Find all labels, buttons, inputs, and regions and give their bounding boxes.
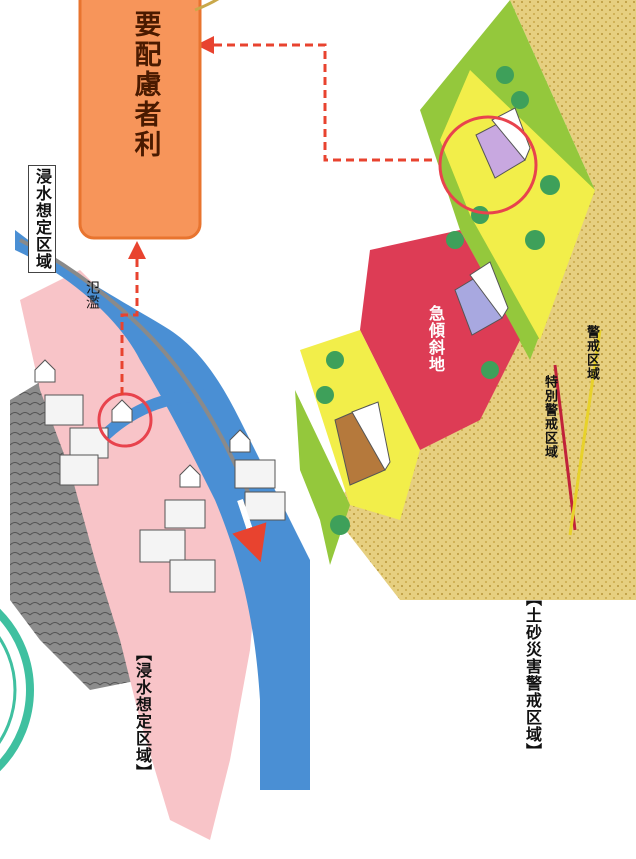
special-warning-arrow <box>553 364 577 531</box>
teal-ring <box>0 608 34 772</box>
tree-icon <box>316 66 560 535</box>
callout-text: 要配慮者利 <box>129 10 161 160</box>
steep-slope-label: 急傾斜地 <box>426 305 445 373</box>
dashed-arrows <box>120 36 458 395</box>
overflow-label: 氾濫 <box>84 280 100 310</box>
building-icon <box>44 394 286 593</box>
landslide-illustration <box>295 0 636 600</box>
flood-area-caption: 【浸水想定区域】 <box>133 645 152 781</box>
warning-zone-arrow <box>568 329 602 536</box>
house-icon <box>334 107 531 486</box>
flood-area-illustration <box>10 230 310 840</box>
callout-bubble <box>78 0 220 240</box>
house-icon <box>34 359 251 488</box>
soil-block-top <box>510 0 636 190</box>
flood-area-tag: 浸水想定区域 <box>28 165 56 273</box>
landslide-area-caption: 【土砂災害警戒区域】 <box>523 590 542 760</box>
highlight-circle <box>438 115 538 215</box>
special-warning-zone-label: 特別警戒区域 <box>542 375 557 459</box>
highlight-circle <box>97 392 153 448</box>
warning-zone-label: 警戒区域 <box>584 325 599 381</box>
arrow-icon <box>232 499 267 563</box>
